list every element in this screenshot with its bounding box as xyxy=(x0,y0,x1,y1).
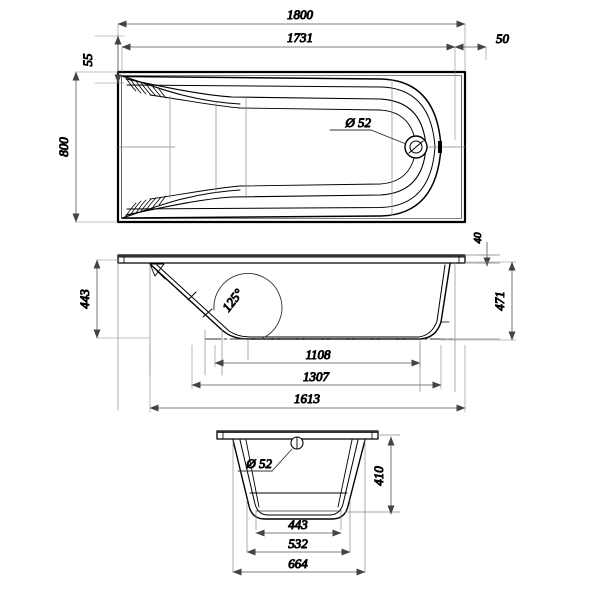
drain-circle-plan xyxy=(404,135,428,159)
dim-text-443-end: 443 xyxy=(288,517,308,532)
end-bowl-inner xyxy=(239,439,359,516)
plan-construction-lines xyxy=(117,79,466,216)
side-backrest-corner xyxy=(149,263,165,277)
dim-text-410: 410 xyxy=(371,466,386,486)
end-elevation: Ø 52 410 443 532 664 xyxy=(216,430,401,576)
dim-text-55: 55 xyxy=(80,53,95,67)
plan-overflow-tab xyxy=(438,141,442,153)
dim-50 xyxy=(454,43,487,61)
dim-1307 xyxy=(191,344,442,390)
side-elevation: 125° 443 40 xyxy=(77,232,517,413)
dim-text-532: 532 xyxy=(288,536,308,551)
side-bowl-outer xyxy=(149,263,451,340)
dim-text-125deg: 125° xyxy=(219,286,246,315)
dim-text-50: 50 xyxy=(496,31,510,46)
dim-800 xyxy=(72,71,117,223)
end-rim-bar-top-edge xyxy=(217,431,378,433)
dim-text-471: 471 xyxy=(492,291,507,311)
dim-text-1108: 1108 xyxy=(305,347,331,362)
dim-471 xyxy=(440,261,517,341)
dim-text-800: 800 xyxy=(56,137,71,157)
dim-text-664: 664 xyxy=(288,556,308,571)
dim-text-1613: 1613 xyxy=(294,391,321,406)
dim-text-40: 40 xyxy=(472,232,484,244)
plan-backrest-wedge-bottom xyxy=(121,189,241,219)
end-construction-lines xyxy=(232,434,401,573)
dim-1108 xyxy=(214,344,421,368)
dim-text-1800: 1800 xyxy=(287,7,314,22)
dim-55 xyxy=(94,35,125,84)
dim-1731 xyxy=(121,43,456,141)
dim-40 xyxy=(477,241,497,267)
end-bowl-outer xyxy=(232,439,366,520)
angle-arc-125 xyxy=(213,273,283,339)
plan-backrest-hatch-top xyxy=(125,77,167,99)
dim-443-side xyxy=(93,259,151,339)
dim-leader-drain-end xyxy=(237,448,293,472)
side-backrest-corner-rib xyxy=(151,265,166,280)
drain-circle-end xyxy=(290,436,304,450)
dim-1613 xyxy=(149,344,466,413)
side-bowl-inner xyxy=(156,264,446,338)
side-backrest-ribs xyxy=(187,291,213,318)
plan-view: Ø 52 1800 1731 55 50 xyxy=(56,7,510,224)
dim-text-443-side: 443 xyxy=(77,289,92,309)
dim-text-1731: 1731 xyxy=(287,30,313,45)
plan-bowl-inner-floor xyxy=(149,94,417,200)
end-wall-ribs xyxy=(245,439,353,508)
dim-text-dia52-plan: Ø 52 xyxy=(344,115,371,130)
dim-text-1307: 1307 xyxy=(303,369,330,384)
dim-text-dia52-end: Ø 52 xyxy=(245,456,272,471)
plan-backrest-wedge-top xyxy=(121,75,241,105)
dim-leader-drain-plan xyxy=(329,129,407,145)
side-rim-bar-top-edge xyxy=(118,255,465,258)
plan-backrest-hatch-bottom xyxy=(125,195,167,217)
